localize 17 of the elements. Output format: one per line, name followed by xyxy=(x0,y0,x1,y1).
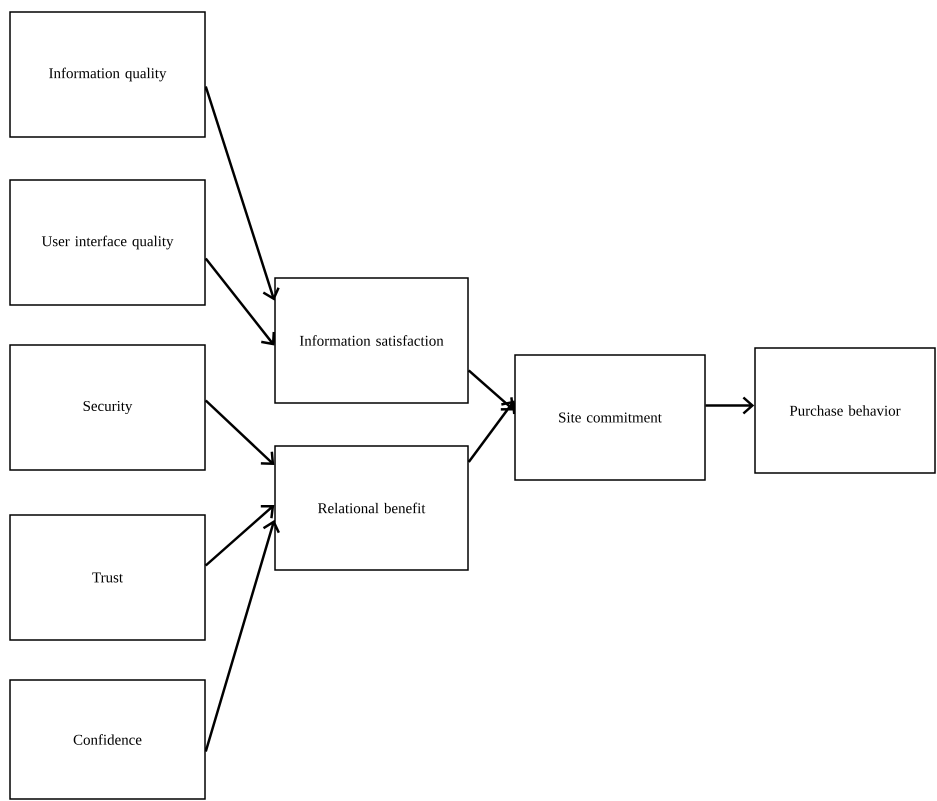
arrow xyxy=(204,520,280,752)
box: Purchase behavior xyxy=(754,347,936,474)
box: Confidence xyxy=(9,679,206,800)
box: Information quality xyxy=(9,11,206,138)
box: Trust xyxy=(9,514,206,641)
box: Information satisfaction xyxy=(274,277,469,404)
arrow xyxy=(468,370,514,411)
arrow xyxy=(204,86,280,300)
arrow xyxy=(706,396,754,414)
arrow xyxy=(468,400,516,463)
arrow xyxy=(204,258,276,346)
arrow xyxy=(204,400,274,465)
arrow xyxy=(204,504,274,566)
box: Site commitment xyxy=(514,354,706,481)
box: User interface quality xyxy=(9,179,206,306)
box: Security xyxy=(9,344,206,471)
box: Relational benefit xyxy=(274,445,469,571)
